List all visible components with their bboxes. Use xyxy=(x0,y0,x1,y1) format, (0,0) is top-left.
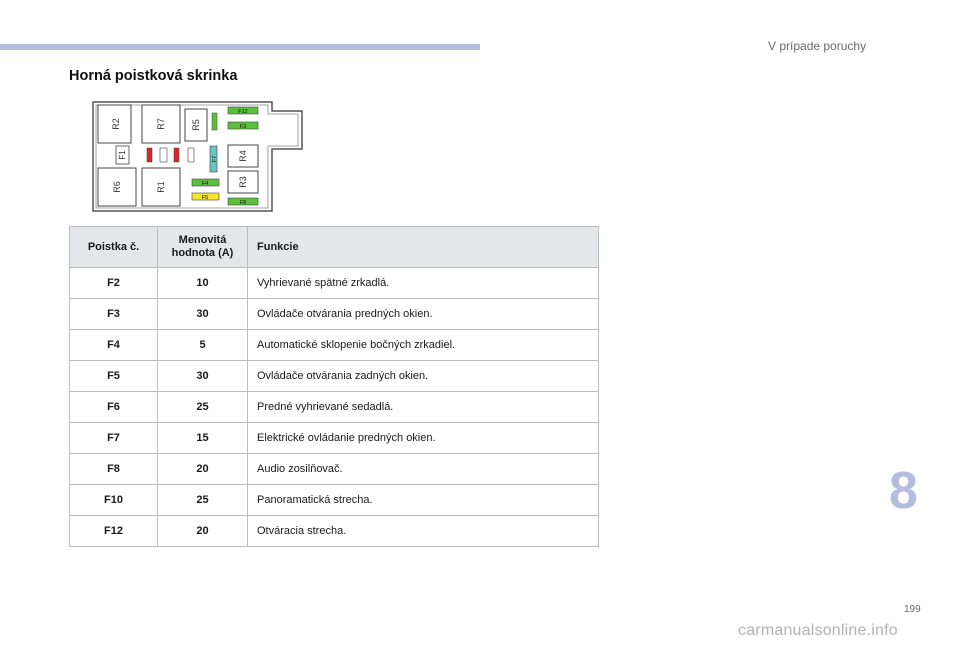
relay-r7 xyxy=(141,104,181,144)
cell-function: Panoramatická strecha. xyxy=(247,484,599,516)
cell-amp: 30 xyxy=(157,298,248,330)
header-function: Funkcie xyxy=(247,226,599,268)
fuse-label-f3: F3 xyxy=(240,124,246,130)
fuse-label-f12: F12 xyxy=(238,109,247,115)
cell-function: Ovládače otvárania zadných okien. xyxy=(247,360,599,392)
relay-r1 xyxy=(141,167,181,207)
watermark: carmanualsonline.info xyxy=(738,622,898,639)
fuse-table: Poistka č. Menovitá hodnota (A) Funkcie … xyxy=(69,226,599,547)
chapter-title: V prípade poruchy xyxy=(768,39,867,53)
fuse-f12 xyxy=(227,106,259,115)
cell-fuse: F2 xyxy=(69,267,158,299)
header-rating: Menovitá hodnota (A) xyxy=(157,226,248,268)
relay-r6 xyxy=(97,167,137,207)
cell-amp: 20 xyxy=(157,515,248,547)
table-header-row: Poistka č. Menovitá hodnota (A) Funkcie xyxy=(69,226,599,268)
fuse-f5 xyxy=(191,192,220,201)
cell-fuse: F8 xyxy=(69,453,158,485)
cell-fuse: F5 xyxy=(69,360,158,392)
relay-label-r1: R1 xyxy=(156,181,166,193)
fuse-f3 xyxy=(227,121,259,130)
relay-label-r7: R7 xyxy=(156,118,166,130)
cell-amp: 15 xyxy=(157,422,248,454)
fuse-slot-red-1 xyxy=(146,147,153,163)
cell-fuse: F4 xyxy=(69,329,158,361)
cell-amp: 25 xyxy=(157,391,248,423)
table-row: F12 20 Otváracia strecha. xyxy=(69,515,599,547)
relay-r5 xyxy=(184,108,208,142)
cell-amp: 5 xyxy=(157,329,248,361)
table-row: F2 10 Vyhrievané spätné zrkadlá. xyxy=(69,267,599,299)
header-accent-bar xyxy=(0,44,480,50)
cell-amp: 10 xyxy=(157,267,248,299)
page-number: 199 xyxy=(904,604,921,615)
table-row: F5 30 Ovládače otvárania zadných okien. xyxy=(69,360,599,392)
cell-function: Ovládače otvárania predných okien. xyxy=(247,298,599,330)
fuse-slot-green-vertical xyxy=(211,112,218,131)
fuse-label-f7: F7 xyxy=(212,156,218,162)
cell-function: Audio zosilňovač. xyxy=(247,453,599,485)
cell-amp: 30 xyxy=(157,360,248,392)
fuse-label-f1: F1 xyxy=(118,150,127,160)
cell-fuse: F6 xyxy=(69,391,158,423)
fuse-slot-empty-1 xyxy=(159,147,168,163)
fuse-box-diagram: R2 R7 R5 R4 R6 R1 R3 F1 F12 F3 F7 F4 F5 … xyxy=(92,101,303,212)
relay-r3 xyxy=(227,170,259,194)
table-row: F8 20 Audio zosilňovač. xyxy=(69,453,599,485)
cell-function: Automatické sklopenie bočných zrkadiel. xyxy=(247,329,599,361)
fuse-f1 xyxy=(115,145,130,165)
fuse-f8 xyxy=(227,197,259,206)
relay-r2 xyxy=(97,104,132,144)
relay-label-r4: R4 xyxy=(238,150,248,162)
relay-label-r5: R5 xyxy=(191,119,201,131)
fuse-label-f4: F4 xyxy=(202,181,208,187)
fuse-f7 xyxy=(209,145,218,173)
relay-label-r2: R2 xyxy=(111,118,121,130)
cell-function: Otváracia strecha. xyxy=(247,515,599,547)
cell-function: Elektrické ovládanie predných okien. xyxy=(247,422,599,454)
cell-function: Predné vyhrievané sedadlá. xyxy=(247,391,599,423)
table-row: F7 15 Elektrické ovládanie predných okie… xyxy=(69,422,599,454)
cell-fuse: F3 xyxy=(69,298,158,330)
relay-label-r6: R6 xyxy=(112,181,122,193)
cell-fuse: F10 xyxy=(69,484,158,516)
cell-amp: 25 xyxy=(157,484,248,516)
cell-fuse: F12 xyxy=(69,515,158,547)
relay-label-r3: R3 xyxy=(238,176,248,188)
fuse-slot-red-2 xyxy=(173,147,180,163)
table-row: F10 25 Panoramatická strecha. xyxy=(69,484,599,516)
header-fuse-no: Poistka č. xyxy=(69,226,158,268)
chapter-number: 8 xyxy=(889,462,918,520)
section-title: Horná poistková skrinka xyxy=(69,68,238,84)
fuse-label-f8: F8 xyxy=(240,200,246,206)
fuse-label-f5: F5 xyxy=(202,195,208,201)
fuse-slot-empty-2 xyxy=(187,147,195,163)
cell-function: Vyhrievané spätné zrkadlá. xyxy=(247,267,599,299)
table-row: F6 25 Predné vyhrievané sedadlá. xyxy=(69,391,599,423)
table-row: F3 30 Ovládače otvárania predných okien. xyxy=(69,298,599,330)
cell-amp: 20 xyxy=(157,453,248,485)
relay-r4 xyxy=(227,144,259,168)
table-row: F4 5 Automatické sklopenie bočných zrkad… xyxy=(69,329,599,361)
cell-fuse: F7 xyxy=(69,422,158,454)
fuse-f4 xyxy=(191,178,220,187)
